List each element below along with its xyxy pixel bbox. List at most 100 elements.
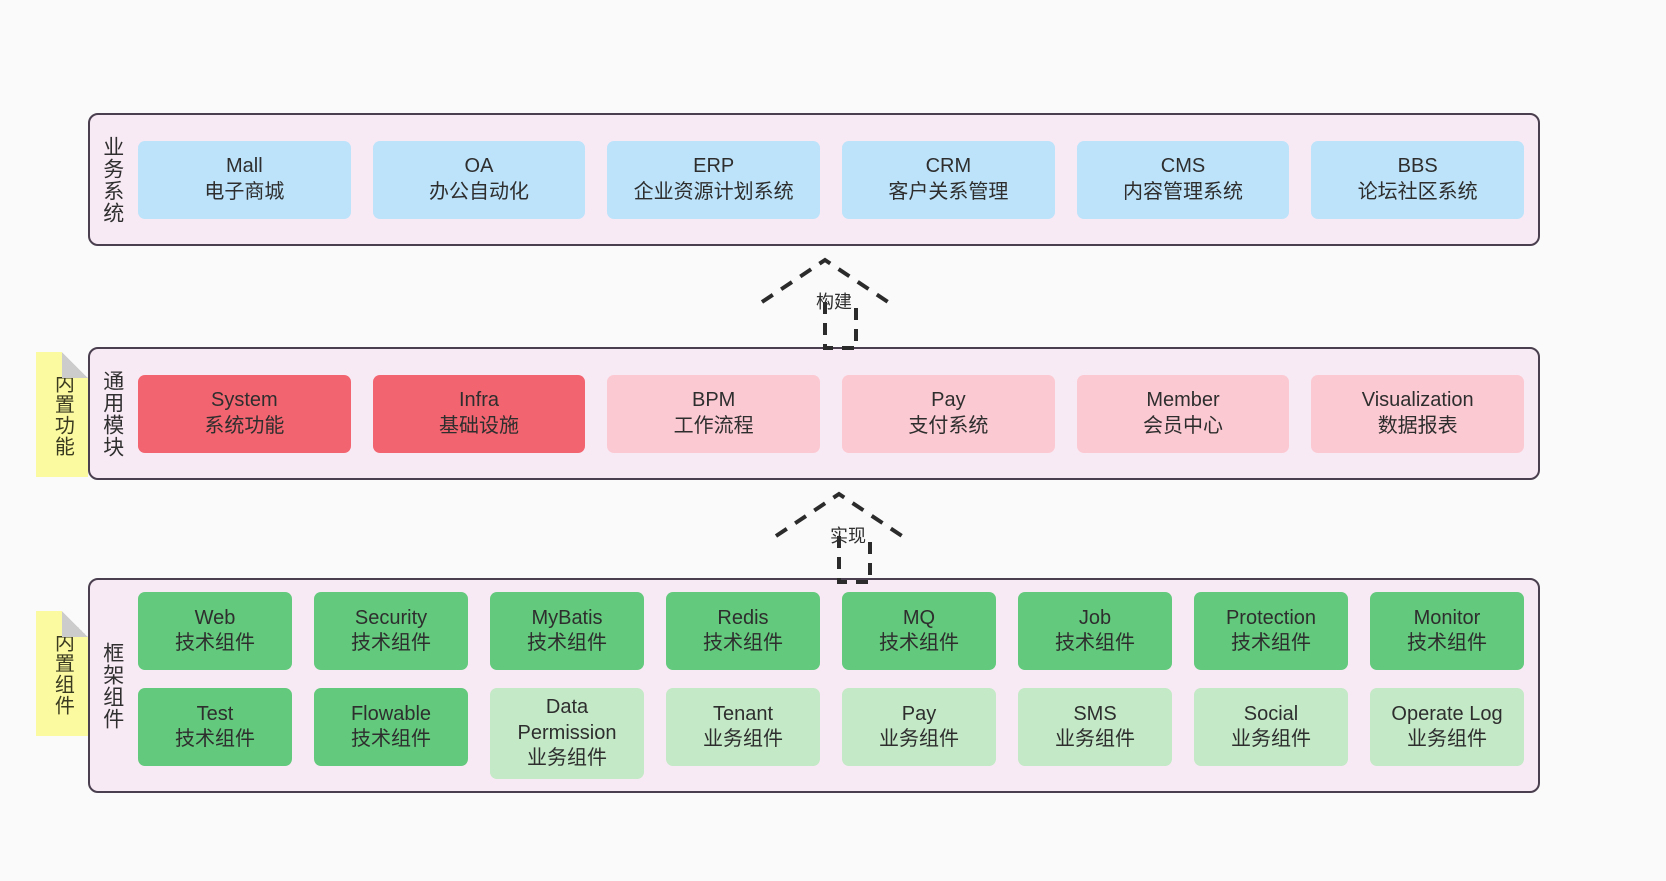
card-bpm[interactable]: BPM 工作流程 bbox=[607, 374, 821, 453]
card-tenant[interactable]: Tenant 业务组件 bbox=[666, 688, 820, 767]
card-cms[interactable]: CMS 内容管理系统 bbox=[1076, 140, 1290, 219]
connector-implement-label: 实现 bbox=[830, 526, 866, 546]
card-subtitle: 技术组件 bbox=[351, 728, 431, 751]
card-title: BBS bbox=[1397, 154, 1438, 177]
card-subtitle: 技术组件 bbox=[1055, 632, 1135, 655]
card-subtitle: 技术组件 bbox=[175, 632, 255, 655]
card-subtitle: 业务组件 bbox=[1407, 728, 1487, 751]
card-title: SMS bbox=[1073, 702, 1117, 725]
card-subtitle: 技术组件 bbox=[1231, 632, 1311, 655]
sticky-note-label: 内置功能 bbox=[51, 372, 74, 457]
connector-build-label: 构建 bbox=[816, 292, 852, 312]
layer-framework-components: 框架组件 Web 技术组件 Security 技术组件 MyBatis 技术组件… bbox=[88, 578, 1540, 793]
card-subtitle: 办公自动化 bbox=[429, 180, 529, 203]
card-title: CRM bbox=[925, 154, 972, 177]
card-subtitle: 系统功能 bbox=[204, 414, 285, 437]
layer-framework-components-title: 框架组件 bbox=[100, 641, 124, 730]
card-title: ERP bbox=[693, 154, 735, 177]
sticky-note-label: 内置组件 bbox=[51, 631, 74, 716]
layer-business-system-body: Mall 电子商城 OA 办公自动化 ERP 企业资源计划系统 CRM 客户关系… bbox=[134, 115, 1538, 244]
card-title: Data Permission bbox=[517, 696, 617, 744]
card-infra[interactable]: Infra 基础设施 bbox=[372, 374, 586, 453]
card-title: Social bbox=[1243, 702, 1299, 725]
card-pay-component[interactable]: Pay 业务组件 bbox=[842, 688, 996, 767]
card-erp[interactable]: ERP 企业资源计划系统 bbox=[607, 140, 821, 219]
layer-generic-modules-body: System 系统功能 Infra 基础设施 BPM 工作流程 Pay 支付系统… bbox=[134, 349, 1538, 478]
card-subtitle: 基础设施 bbox=[439, 414, 519, 437]
card-subtitle: 工作流程 bbox=[673, 414, 754, 437]
card-subtitle: 业务组件 bbox=[703, 728, 783, 751]
layer-business-system-title: 业务系统 bbox=[100, 135, 124, 224]
card-subtitle: 技术组件 bbox=[703, 632, 783, 655]
card-title: Member bbox=[1146, 388, 1220, 411]
card-subtitle: 技术组件 bbox=[527, 632, 607, 655]
card-title: Flowable bbox=[350, 702, 432, 725]
card-subtitle: 数据报表 bbox=[1377, 414, 1458, 437]
card-subtitle: 技术组件 bbox=[1407, 632, 1487, 655]
connector-build-arrowhead bbox=[760, 257, 890, 304]
card-subtitle: 技术组件 bbox=[175, 728, 255, 751]
sticky-note-builtin-components: 内置组件 bbox=[36, 611, 88, 736]
card-member[interactable]: Member 会员中心 bbox=[1076, 374, 1290, 453]
card-subtitle: 内容管理系统 bbox=[1123, 180, 1244, 203]
modules-card-row: System 系统功能 Infra 基础设施 BPM 工作流程 Pay 支付系统… bbox=[138, 374, 1525, 453]
card-title: Pay bbox=[931, 388, 966, 411]
card-subtitle: 技术组件 bbox=[351, 632, 431, 655]
card-title: Protection bbox=[1225, 606, 1317, 629]
card-subtitle: 论坛社区系统 bbox=[1357, 180, 1478, 203]
card-social[interactable]: Social 业务组件 bbox=[1194, 688, 1348, 767]
card-subtitle: 业务组件 bbox=[1055, 728, 1135, 751]
layer-generic-modules-title: 通用模块 bbox=[100, 369, 124, 458]
connector-implement: 实现 bbox=[772, 491, 922, 584]
card-subtitle: 企业资源计划系统 bbox=[633, 180, 794, 203]
card-title: Mall bbox=[226, 154, 263, 177]
connector-implement-arrowhead bbox=[774, 491, 904, 538]
card-mall[interactable]: Mall 电子商城 bbox=[138, 140, 351, 219]
card-title: Web bbox=[194, 606, 236, 629]
card-title: Operate Log bbox=[1391, 702, 1503, 725]
connector-build: 构建 bbox=[758, 257, 908, 350]
card-subtitle: 业务组件 bbox=[1231, 728, 1311, 751]
card-security[interactable]: Security 技术组件 bbox=[314, 592, 468, 671]
card-subtitle: 会员中心 bbox=[1143, 414, 1224, 437]
card-visualization[interactable]: Visualization 数据报表 bbox=[1311, 374, 1525, 453]
card-redis[interactable]: Redis 技术组件 bbox=[666, 592, 820, 671]
card-sms[interactable]: SMS 业务组件 bbox=[1018, 688, 1172, 767]
card-mq[interactable]: MQ 技术组件 bbox=[842, 592, 996, 671]
card-title: Job bbox=[1078, 606, 1112, 629]
card-crm[interactable]: CRM 客户关系管理 bbox=[842, 140, 1055, 219]
card-web[interactable]: Web 技术组件 bbox=[138, 592, 292, 671]
card-system[interactable]: System 系统功能 bbox=[138, 374, 351, 453]
card-monitor[interactable]: Monitor 技术组件 bbox=[1370, 592, 1524, 671]
card-title: Infra bbox=[458, 388, 500, 411]
card-subtitle: 技术组件 bbox=[879, 632, 959, 655]
card-subtitle: 业务组件 bbox=[879, 728, 959, 751]
layer-generic-modules: 通用模块 System 系统功能 Infra 基础设施 BPM 工作流程 Pay… bbox=[88, 347, 1540, 480]
card-subtitle: 支付系统 bbox=[908, 414, 989, 437]
layer-framework-components-body: Web 技术组件 Security 技术组件 MyBatis 技术组件 Redi… bbox=[134, 580, 1538, 791]
card-title: CMS bbox=[1160, 154, 1206, 177]
card-pay-module[interactable]: Pay 支付系统 bbox=[842, 374, 1055, 453]
layer-business-system: 业务系统 Mall 电子商城 OA 办公自动化 ERP 企业资源计划系统 CRM… bbox=[88, 113, 1540, 246]
card-flowable[interactable]: Flowable 技术组件 bbox=[314, 688, 468, 767]
card-operate-log[interactable]: Operate Log 业务组件 bbox=[1370, 688, 1524, 767]
card-title: Test bbox=[196, 702, 234, 725]
card-title: MQ bbox=[902, 606, 936, 629]
framework-business-row: Test 技术组件 Flowable 技术组件 Data Permission … bbox=[138, 688, 1524, 779]
card-subtitle: 业务组件 bbox=[527, 747, 607, 770]
card-title: BPM bbox=[692, 388, 736, 411]
card-title: MyBatis bbox=[531, 606, 603, 629]
card-title: Tenant bbox=[712, 702, 774, 725]
card-job[interactable]: Job 技术组件 bbox=[1018, 592, 1172, 671]
card-protection[interactable]: Protection 技术组件 bbox=[1194, 592, 1348, 671]
card-bbs[interactable]: BBS 论坛社区系统 bbox=[1311, 140, 1525, 219]
card-title: Visualization bbox=[1361, 388, 1474, 411]
card-title: Monitor bbox=[1413, 606, 1481, 629]
card-test[interactable]: Test 技术组件 bbox=[138, 688, 292, 767]
card-data-permission[interactable]: Data Permission 业务组件 bbox=[490, 688, 644, 779]
business-card-row: Mall 电子商城 OA 办公自动化 ERP 企业资源计划系统 CRM 客户关系… bbox=[138, 140, 1525, 219]
card-oa[interactable]: OA 办公自动化 bbox=[372, 140, 586, 219]
card-title: Redis bbox=[717, 606, 769, 629]
card-mybatis[interactable]: MyBatis 技术组件 bbox=[490, 592, 644, 671]
